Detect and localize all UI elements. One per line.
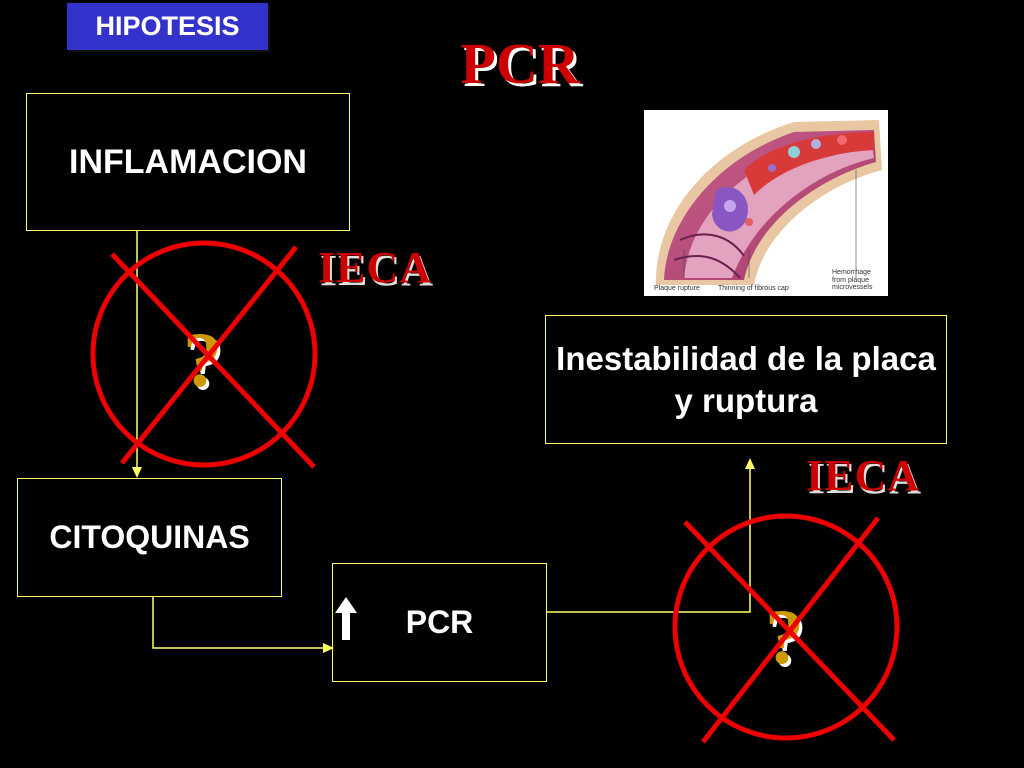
slide-title: PCR: [460, 31, 580, 96]
pcr-box: PCR: [332, 563, 547, 682]
connector-pcr-inestabilidad: [547, 466, 751, 613]
inflamacion-box: INFLAMACION: [26, 93, 350, 231]
hypothesis-tag-label: HIPOTESIS: [95, 11, 240, 41]
artery-cross-section-image: [655, 120, 882, 285]
caption-plaque-rupture: Plaque rupture: [654, 285, 700, 292]
arrowhead-pcr: [323, 643, 334, 653]
ieca-label-2: IECA: [806, 451, 921, 500]
prohibition-icon: [90, 240, 318, 469]
ieca-label-1: IECA: [318, 243, 433, 292]
connector-citoquinas-pcr: [152, 597, 328, 649]
plaque-illustration: Plaque rupture Thinning of fibrous cap H…: [644, 110, 888, 296]
arrowhead-citoquinas: [132, 467, 142, 478]
inflamacion-label: INFLAMACION: [69, 142, 307, 181]
prohibition-icon: [672, 513, 900, 744]
hypothesis-tag: HIPOTESIS: [67, 3, 268, 50]
citoquinas-box: CITOQUINAS: [17, 478, 282, 597]
inestabilidad-box: Inestabilidad de la placa y ruptura: [545, 315, 947, 444]
citoquinas-label: CITOQUINAS: [49, 519, 250, 555]
caption-thinning-cap: Thinning of fibrous cap: [718, 285, 789, 292]
inestabilidad-label: Inestabilidad de la placa y ruptura: [556, 340, 936, 419]
caption-hemorrhage: Hemorrhage from plaque microvessels: [832, 268, 873, 292]
pcr-label: PCR: [405, 604, 474, 640]
arrowhead-inestabilidad: [745, 458, 755, 469]
